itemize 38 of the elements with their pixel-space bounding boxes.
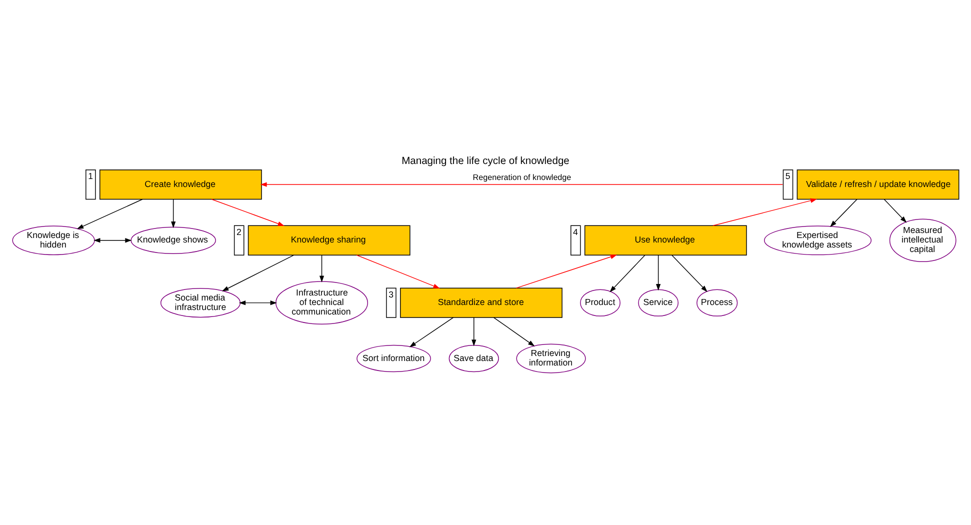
node-ellipse: Retrieving information — [516, 343, 586, 373]
arrow — [260, 182, 784, 186]
node-ellipse: Sort information — [356, 344, 431, 372]
node-ellipse: Expertised knowledge assets — [764, 225, 872, 255]
arrow — [516, 254, 618, 288]
arrow — [76, 198, 143, 229]
arrow — [472, 316, 476, 346]
node-label: 5 — [785, 170, 790, 181]
arrow — [222, 254, 294, 291]
node-ellipse: Product — [580, 288, 620, 316]
arrow — [884, 198, 907, 222]
arrow — [94, 238, 132, 242]
arrow — [610, 254, 646, 292]
node-ellipse: Measured intellectual capital — [889, 218, 956, 262]
arrow — [171, 198, 176, 228]
arrow — [409, 316, 454, 347]
node-ellipse: Service — [638, 288, 679, 316]
arrow — [712, 198, 818, 226]
arrow — [656, 254, 661, 290]
node-ellipse: Knowledge is hidden — [12, 225, 95, 255]
node-ellipse: Knowledge shows — [130, 226, 216, 254]
node-label: 2 — [236, 226, 242, 236]
arrow — [356, 254, 440, 288]
arrow — [238, 300, 277, 305]
arrow — [319, 254, 324, 282]
arrow — [493, 316, 535, 346]
node-ellipse: Infrastructure of technical communication — [276, 280, 368, 324]
node-ellipse: Save data — [448, 344, 499, 372]
arrow — [211, 198, 284, 226]
edge-label: Regeneration of knowledge — [472, 172, 572, 182]
arrow — [672, 254, 708, 292]
arrow — [830, 198, 858, 227]
node-ellipse: Process — [696, 288, 738, 316]
node-label: 1 — [88, 170, 94, 181]
node-label: 3 — [388, 288, 394, 299]
node-ellipse: Social media infrastructure — [160, 288, 241, 318]
diagram-title: Managing the life cycle of knowledge — [402, 156, 570, 167]
node-label: 4 — [573, 226, 578, 236]
